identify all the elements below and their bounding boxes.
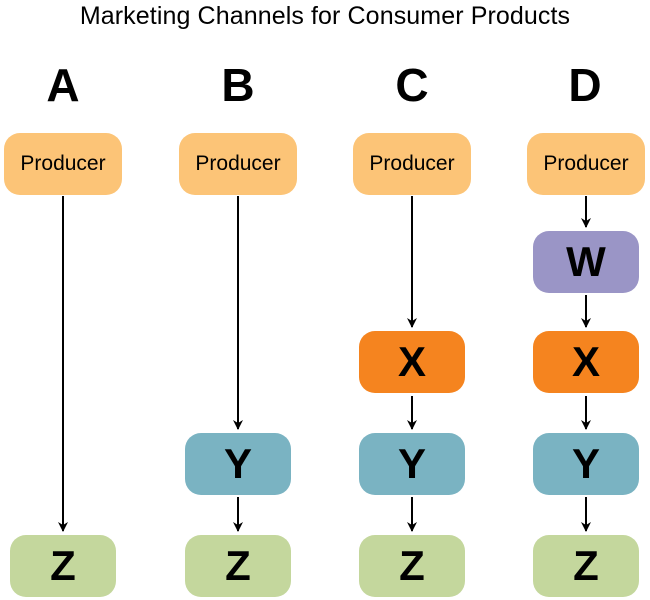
node-b-y: Y <box>185 433 291 495</box>
node-d-w: W <box>533 231 639 293</box>
column-label-b: B <box>221 59 255 111</box>
node-label: X <box>397 338 426 385</box>
node-d-producer: Producer <box>527 133 645 195</box>
node-c-x: X <box>359 331 465 393</box>
node-label: Z <box>399 542 425 589</box>
node-d-z: Z <box>533 535 639 597</box>
node-label: Producer <box>369 152 455 175</box>
node-c-y: Y <box>359 433 465 495</box>
node-d-x: X <box>533 331 639 393</box>
node-label: Y <box>571 440 600 487</box>
node-label: Y <box>223 440 252 487</box>
node-label: Producer <box>20 152 106 175</box>
node-label: Z <box>573 542 599 589</box>
node-label: Z <box>225 542 251 589</box>
node-b-producer: Producer <box>179 133 297 195</box>
node-label: Z <box>50 542 76 589</box>
node-label: Y <box>397 440 426 487</box>
node-a-producer: Producer <box>4 133 122 195</box>
column-label-a: A <box>46 59 80 111</box>
node-b-z: Z <box>185 535 291 597</box>
node-label: W <box>566 238 606 285</box>
node-label: X <box>571 338 600 385</box>
node-label: Producer <box>195 152 281 175</box>
column-label-c: C <box>395 59 429 111</box>
node-label: Producer <box>543 152 629 175</box>
node-c-z: Z <box>359 535 465 597</box>
node-a-z: Z <box>10 535 116 597</box>
diagram-title: Marketing Channels for Consumer Products <box>79 2 571 30</box>
node-d-y: Y <box>533 433 639 495</box>
column-label-d: D <box>568 59 602 111</box>
node-c-producer: Producer <box>353 133 471 195</box>
